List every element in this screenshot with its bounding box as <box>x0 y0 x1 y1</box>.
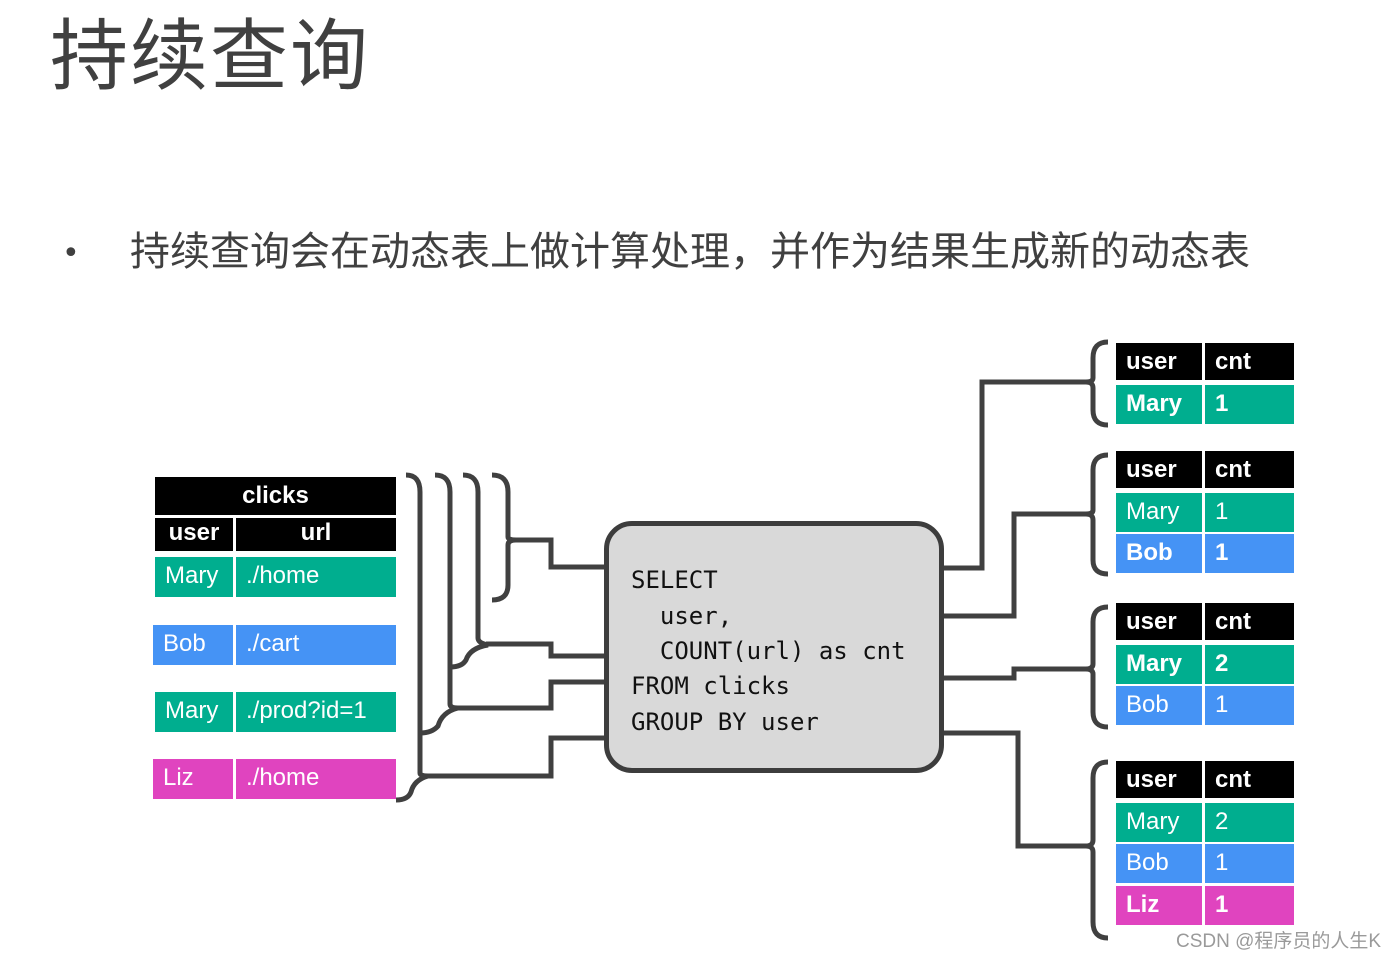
result-4-row-1-cnt: 2 <box>1205 803 1294 842</box>
result-4-header-user: user <box>1116 761 1202 798</box>
result-1-row-1-cnt: 1 <box>1205 385 1294 424</box>
input-connector-3 <box>456 679 606 711</box>
result-2-row-1-user: Mary <box>1116 493 1202 532</box>
result-4-row-1-user: Mary <box>1116 803 1202 842</box>
result-2-row-1-cnt: 1 <box>1205 493 1294 532</box>
continuous-query-box: SELECT user, COUNT(url) as cnt FROM clic… <box>604 521 944 773</box>
input-connector-1 <box>514 537 606 570</box>
result-3-row-2-cnt: 1 <box>1205 686 1294 725</box>
input-connector-2 <box>486 641 606 659</box>
output-bracket-4 <box>1085 759 1109 941</box>
input-table-title: clicks <box>155 477 396 515</box>
input-bracket-2 <box>449 472 489 670</box>
result-2-row-2-cnt: 1 <box>1205 534 1294 573</box>
input-row-4-user: Liz <box>153 759 233 799</box>
sql-line-3: COUNT(url) as cnt <box>631 637 906 665</box>
result-1-header-cnt: cnt <box>1205 343 1294 380</box>
bullet-point: • 持续查询会在动态表上做计算处理，并作为结果生成新的动态表 <box>62 228 1250 276</box>
column-header-url: url <box>236 518 396 551</box>
result-3-header-cnt: cnt <box>1205 603 1294 640</box>
output-connector-2 <box>944 511 1090 619</box>
result-4-row-3-user: Liz <box>1116 886 1202 925</box>
output-connector-1 <box>944 379 1090 571</box>
output-bracket-1 <box>1085 339 1109 428</box>
result-4-header-cnt: cnt <box>1205 761 1294 798</box>
result-2-header-cnt: cnt <box>1205 451 1294 488</box>
result-3-row-1-cnt: 2 <box>1205 645 1294 684</box>
column-header-user: user <box>155 518 233 551</box>
input-row-3-url: ./prod?id=1 <box>236 692 396 732</box>
input-bracket-3 <box>419 472 459 736</box>
bullet-text: 持续查询会在动态表上做计算处理，并作为结果生成新的动态表 <box>130 229 1250 275</box>
input-row-3-user: Mary <box>155 692 233 732</box>
watermark: CSDN @程序员的人生K <box>1176 931 1382 952</box>
input-row-2-user: Bob <box>153 625 233 665</box>
input-bracket-4 <box>395 472 429 803</box>
result-2-row-2-user: Bob <box>1116 534 1202 573</box>
output-bracket-3 <box>1085 604 1109 730</box>
result-4-row-3-cnt: 1 <box>1205 886 1294 925</box>
bullet-icon: • <box>62 236 80 271</box>
output-connector-4 <box>944 730 1090 849</box>
sql-line-1: SELECT <box>631 566 718 594</box>
result-3-row-2-user: Bob <box>1116 686 1202 725</box>
sql-line-5: GROUP BY user <box>631 708 819 736</box>
output-bracket-2 <box>1085 452 1109 577</box>
input-bracket-1 <box>491 472 517 603</box>
result-2-header-user: user <box>1116 451 1202 488</box>
result-1-row-1-user: Mary <box>1116 385 1202 424</box>
result-4-row-2-user: Bob <box>1116 844 1202 883</box>
input-connector-4 <box>426 735 606 779</box>
sql-line-4: FROM clicks <box>631 672 790 700</box>
input-row-2-url: ./cart <box>236 625 396 665</box>
result-3-header-user: user <box>1116 603 1202 640</box>
input-row-1-user: Mary <box>155 557 233 597</box>
page-title: 持续查询 <box>50 12 371 102</box>
result-4-row-2-cnt: 1 <box>1205 844 1294 883</box>
input-row-1-url: ./home <box>236 557 396 597</box>
input-row-4-url: ./home <box>236 759 396 799</box>
sql-line-2: user, <box>631 602 733 630</box>
output-connector-3 <box>944 666 1090 681</box>
result-3-row-1-user: Mary <box>1116 645 1202 684</box>
result-1-header-user: user <box>1116 343 1202 380</box>
